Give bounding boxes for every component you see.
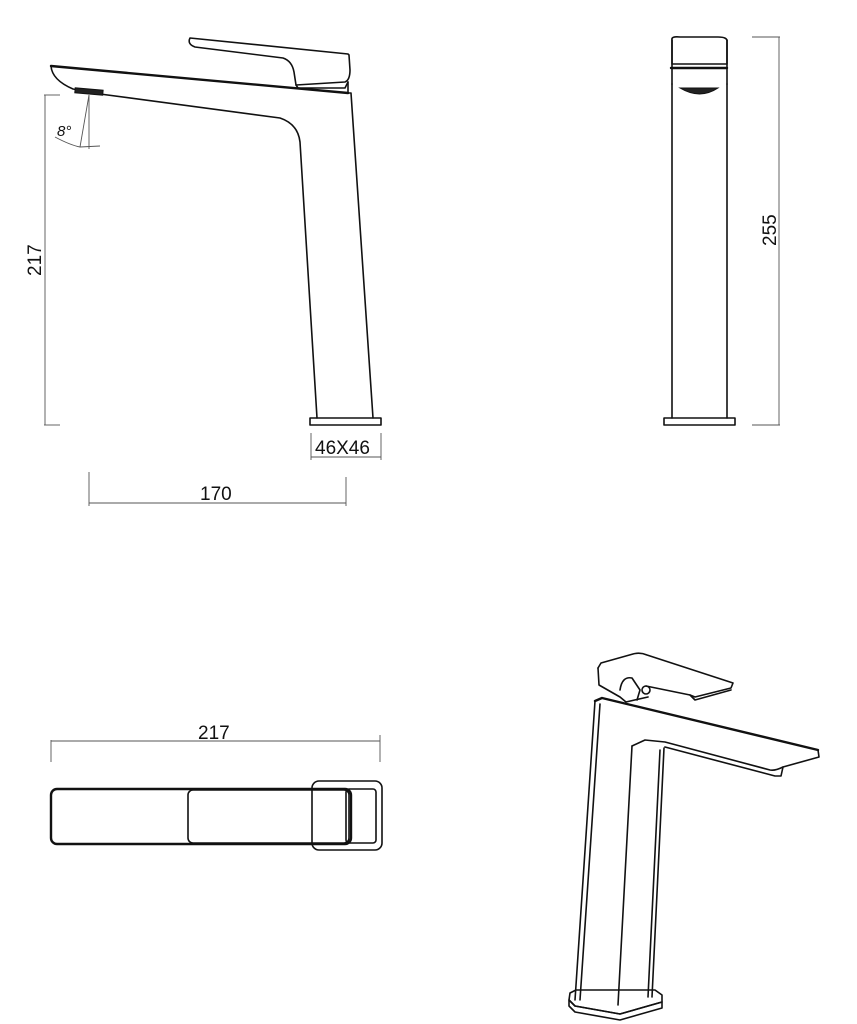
base-size-label: 46X46 bbox=[315, 438, 370, 459]
base-outline-plan bbox=[311, 780, 383, 851]
aerator-front bbox=[678, 87, 720, 95]
isometric-view bbox=[568, 652, 820, 1021]
iso-pivot-hole bbox=[641, 685, 651, 695]
angle-line-1 bbox=[79, 94, 90, 148]
iso-lever-pivot bbox=[619, 676, 641, 701]
iso-lever-edge bbox=[689, 689, 732, 701]
iso-spout-top bbox=[593, 696, 820, 752]
front-elevation-view: 255 bbox=[663, 36, 781, 426]
dim-line-255 bbox=[752, 36, 780, 426]
iso-body-left bbox=[574, 700, 596, 1001]
spout-height-label: 217 bbox=[25, 244, 46, 276]
dim-line-170 bbox=[88, 472, 347, 506]
aerator bbox=[74, 87, 104, 96]
iso-lever-top bbox=[597, 652, 734, 698]
overall-length-label: 217 bbox=[198, 723, 230, 744]
angle-arc bbox=[54, 136, 101, 148]
iso-spout-underside bbox=[664, 746, 784, 777]
iso-body-left-inner bbox=[579, 703, 601, 1001]
lever-handle bbox=[188, 37, 351, 86]
body-back-edge bbox=[347, 92, 374, 419]
plan-view: 217 bbox=[49, 723, 383, 851]
spout-angle-label: 8° bbox=[57, 123, 71, 140]
base-plate-front bbox=[663, 417, 736, 426]
body-front bbox=[671, 83, 728, 419]
base-plate bbox=[309, 417, 382, 426]
lever-base bbox=[295, 81, 349, 89]
iso-base-plate-edge bbox=[568, 999, 663, 1021]
lever-front bbox=[671, 36, 728, 65]
spout-underside-and-body-front bbox=[50, 65, 318, 419]
spout-reach-label: 170 bbox=[200, 484, 232, 505]
head-sides bbox=[671, 39, 728, 85]
overall-height-label: 255 bbox=[760, 214, 781, 246]
lever-outline-plan bbox=[187, 789, 350, 844]
spout-top-edge bbox=[49, 64, 350, 95]
iso-body-right bbox=[651, 747, 665, 998]
iso-body-edge bbox=[617, 745, 633, 1006]
iso-body-right-inner bbox=[647, 749, 661, 998]
dim-line-base bbox=[310, 433, 382, 460]
spout-outline-plan bbox=[49, 787, 353, 846]
dim-line-217-horizontal bbox=[50, 735, 381, 762]
body-outline-plan bbox=[345, 788, 377, 844]
side-elevation-view: 8° 217 46X46 170 bbox=[25, 37, 382, 506]
iso-lever-side bbox=[597, 667, 649, 703]
